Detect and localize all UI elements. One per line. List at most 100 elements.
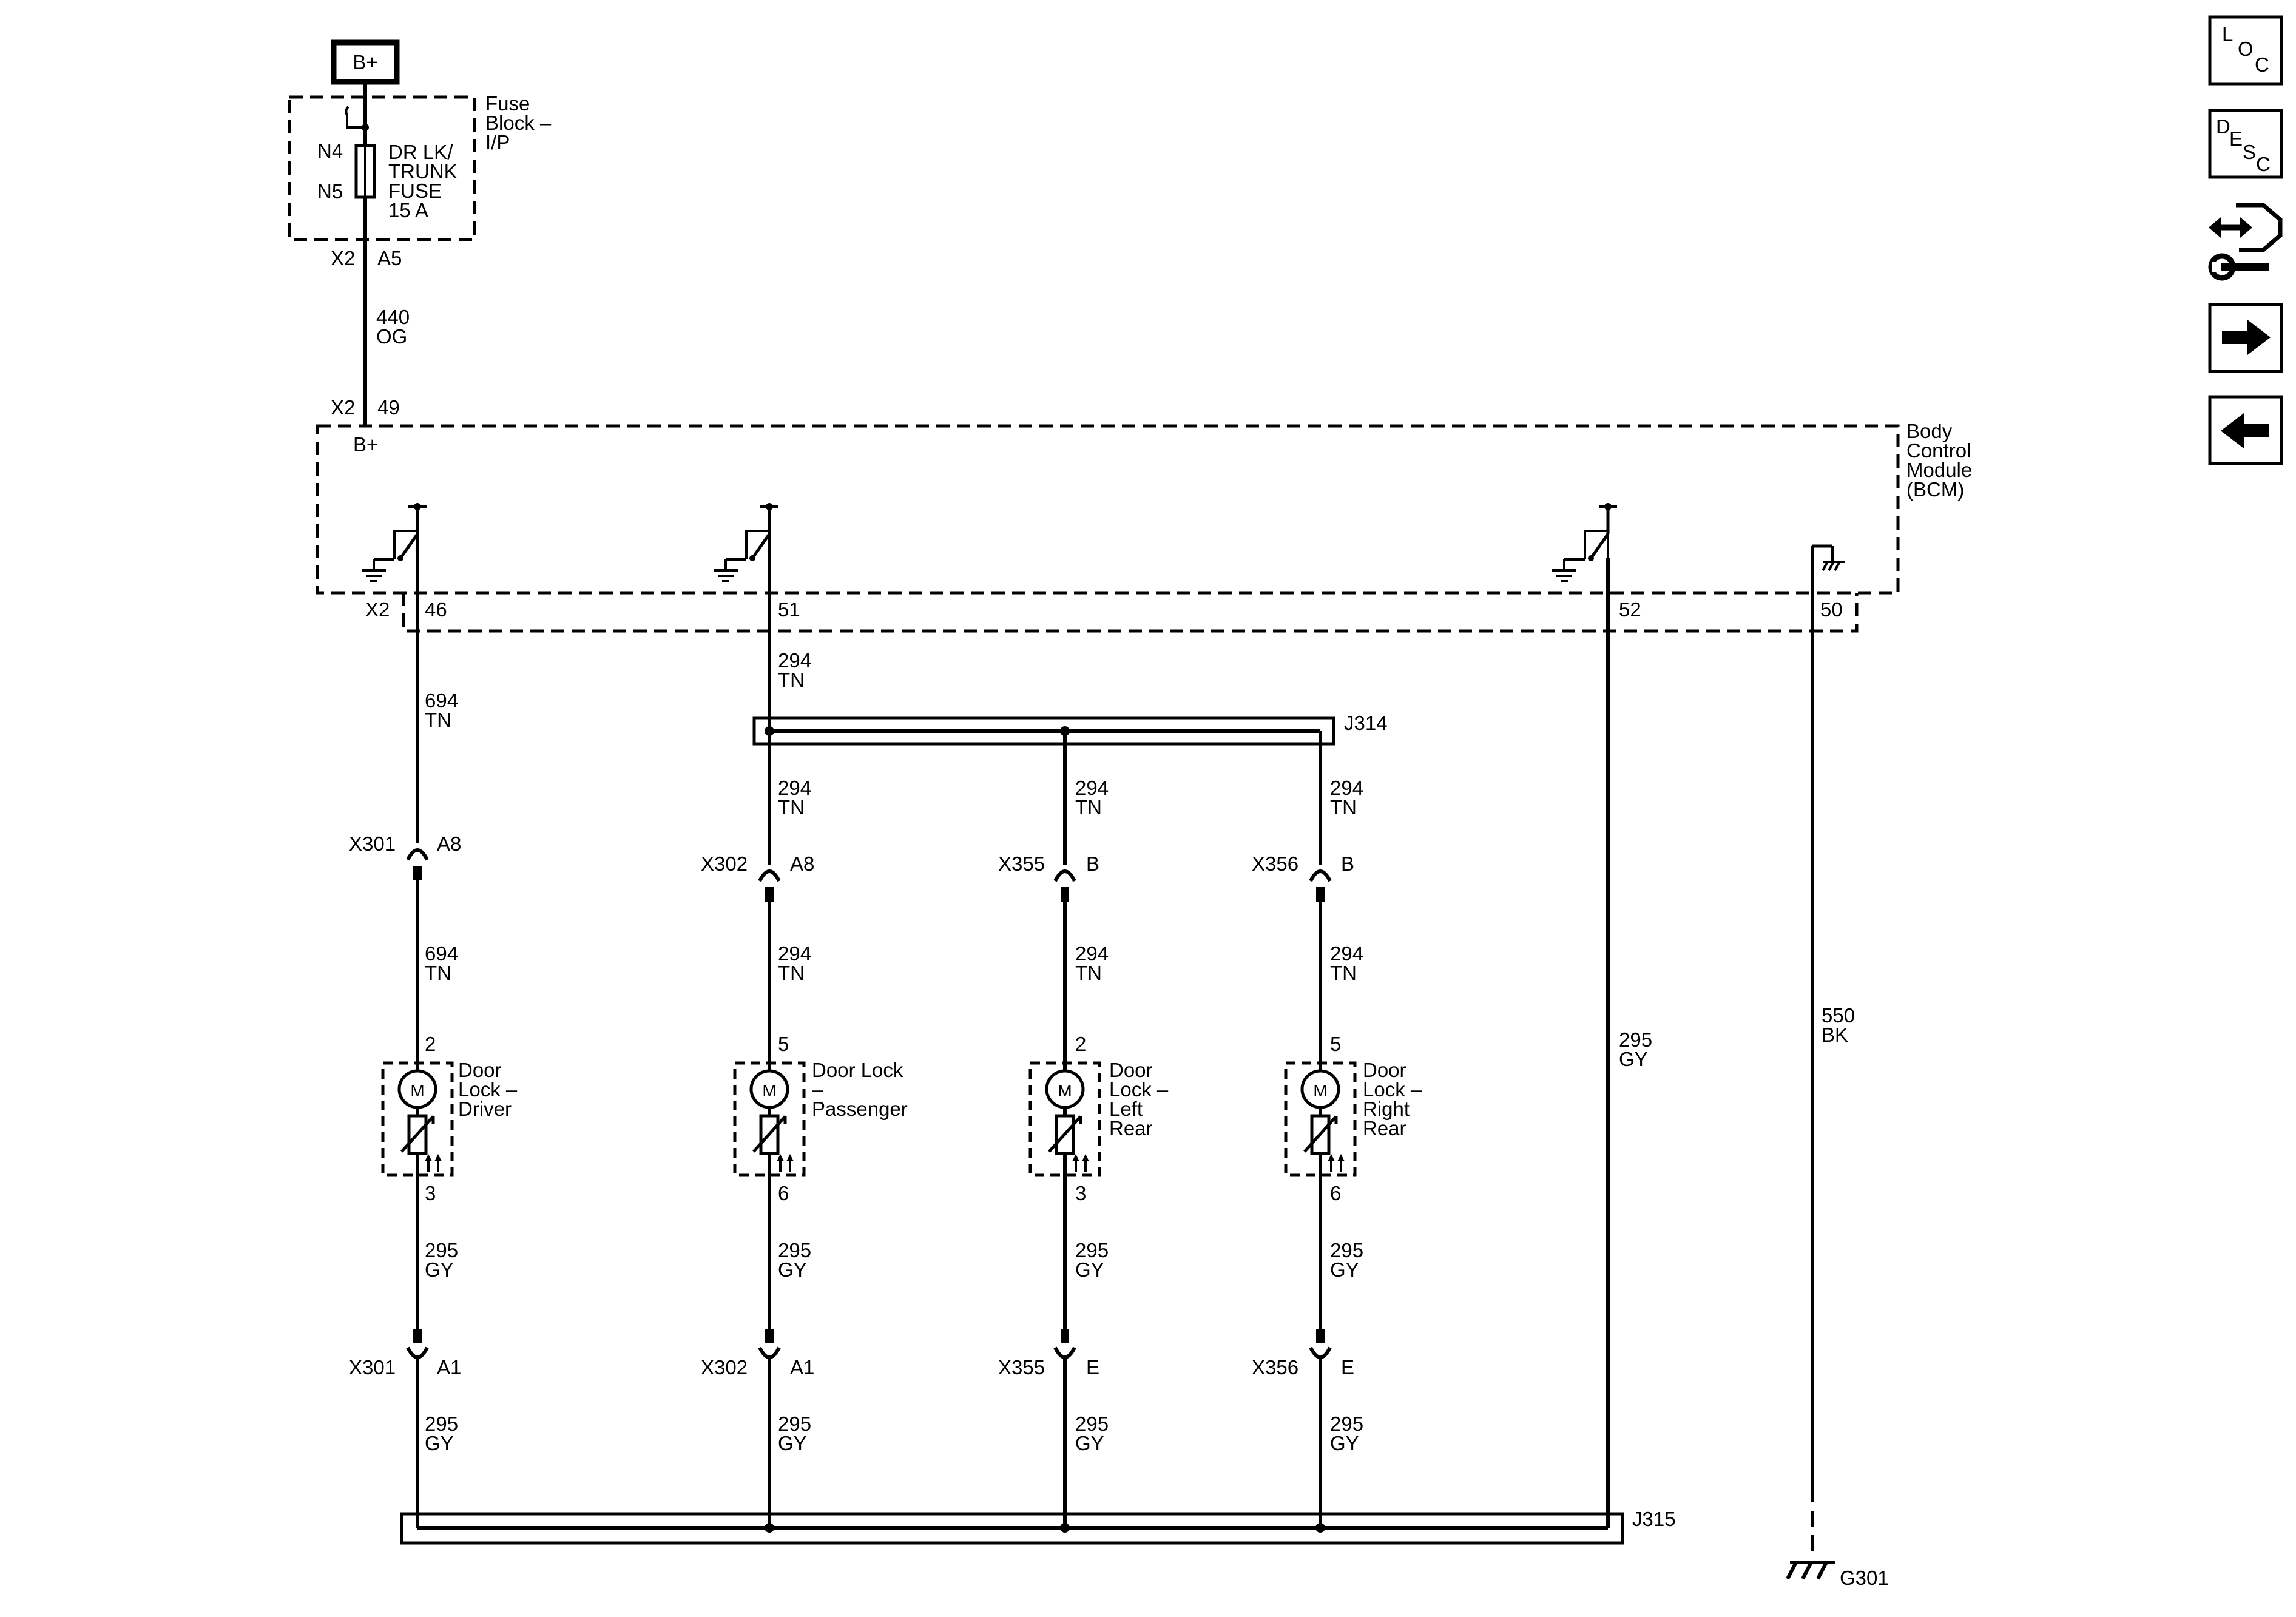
svg-text:5: 5 — [1330, 1033, 1341, 1055]
right-rear-connector-top — [1311, 871, 1330, 902]
bcm-relay-lock — [1551, 503, 1617, 593]
svg-text:E: E — [1086, 1356, 1099, 1379]
svg-text:Lock –: Lock – — [458, 1078, 518, 1101]
passenger-door-lock-motor: M — [735, 1045, 804, 1193]
loc-letter-l: L — [2222, 23, 2233, 46]
wire-440-color: OG — [376, 325, 407, 348]
bcm-pin-46: 46 — [425, 598, 447, 621]
svg-text:295: 295 — [1075, 1413, 1109, 1435]
svg-text:TN: TN — [778, 796, 805, 819]
ground-g301-label: G301 — [1840, 1567, 1889, 1589]
svg-text:X301: X301 — [349, 832, 396, 855]
svg-text:295: 295 — [1330, 1239, 1363, 1261]
ground-g301-icon — [1786, 1561, 1835, 1580]
svg-text:B: B — [1086, 852, 1099, 875]
svg-text:Control: Control — [1906, 439, 1971, 462]
passenger-connector-bottom — [760, 1329, 779, 1357]
svg-text:294: 294 — [778, 942, 811, 965]
bcm-output-connector: X2 — [365, 598, 390, 621]
svg-text:TN: TN — [1330, 796, 1357, 819]
body-control-module: Body Control Module (BCM) — [316, 420, 1972, 633]
svg-text:X301: X301 — [349, 1356, 396, 1379]
svg-text:5: 5 — [778, 1033, 789, 1055]
right-rear-door-lock-label: Door — [1363, 1059, 1406, 1081]
fuse-block: Fuse Block – I/P N4 N5 DR LK/ TRUNK FUSE… — [288, 92, 552, 241]
svg-text:294: 294 — [1075, 942, 1109, 965]
svg-text:Module: Module — [1906, 459, 1972, 481]
pin-n4: N4 — [317, 140, 343, 162]
loc-button[interactable]: L O C — [2208, 15, 2283, 86]
loc-letter-o: O — [2238, 38, 2254, 60]
fuse-block-connector: X2 — [331, 247, 355, 269]
svg-text:295: 295 — [425, 1239, 458, 1261]
fuse-block-label: Fuse — [485, 92, 530, 115]
arrow-left-icon — [2221, 413, 2269, 448]
branch-right-rear: 294 TN X356 B 294 TN 5 M Door Lock – Rig… — [1252, 744, 1422, 1528]
desc-letter-e: E — [2229, 127, 2243, 150]
desc-letter-c: C — [2256, 153, 2271, 175]
svg-text:Left: Left — [1109, 1098, 1143, 1120]
desc-button[interactable]: D E S C — [2208, 109, 2283, 179]
svg-text:X356: X356 — [1252, 1356, 1298, 1379]
svg-text:X355: X355 — [998, 1356, 1045, 1379]
svg-text:B: B — [1341, 852, 1354, 875]
unlock-wire-color: TN — [778, 669, 805, 691]
svg-text:Rear: Rear — [1363, 1117, 1406, 1139]
svg-text:GY: GY — [425, 1258, 454, 1281]
svg-text:X302: X302 — [701, 1356, 748, 1379]
svg-text:I/P: I/P — [485, 131, 510, 154]
svg-text:294: 294 — [1330, 942, 1363, 965]
arrow-right-icon — [2222, 320, 2271, 355]
bcm-internal-ground — [1811, 544, 1845, 593]
bcm-label: Body — [1906, 420, 1953, 442]
splice-j315-label: J315 — [1632, 1508, 1676, 1530]
svg-text:A8: A8 — [437, 832, 461, 855]
driver-door-lock-label: Door — [458, 1059, 502, 1081]
splice-j315: J315 — [400, 1508, 1676, 1545]
left-rear-connector-bottom — [1055, 1329, 1075, 1357]
left-rear-motor-icon: M — [1058, 1081, 1072, 1100]
bcm-pin-50: 50 — [1820, 598, 1843, 621]
svg-text:6: 6 — [1330, 1182, 1341, 1204]
branch-driver: 694 TN X301 A8 694 TN 2 M Door Lock – Dr… — [349, 593, 518, 1528]
svg-text:GY: GY — [1330, 1258, 1359, 1281]
component-connector-icon[interactable] — [2208, 203, 2283, 281]
svg-text:X355: X355 — [998, 852, 1045, 875]
splice-j314-label: J314 — [1344, 712, 1388, 734]
left-rear-door-lock-motor: M — [1030, 1045, 1099, 1193]
svg-text:GY: GY — [778, 1432, 807, 1454]
bcm-b-plus-input: B+ — [353, 433, 378, 456]
b-plus-source: B+ — [331, 39, 400, 85]
driver-wire-a-color: TN — [425, 709, 451, 731]
branch-left-rear: 294 TN X355 B 294 TN 2 M Door Lock – Lef… — [998, 731, 1169, 1528]
left-rear-door-lock-label: Door — [1109, 1059, 1153, 1081]
svg-text:GY: GY — [778, 1258, 807, 1281]
svg-text:TN: TN — [1075, 796, 1102, 819]
previous-page-button[interactable] — [2208, 395, 2283, 465]
lock-return-color: GY — [1619, 1048, 1648, 1070]
svg-text:294: 294 — [778, 777, 811, 799]
svg-text:Right: Right — [1363, 1098, 1410, 1120]
loc-letter-c: C — [2255, 53, 2269, 76]
ground-wire-color: BK — [1822, 1024, 1848, 1046]
desc-letter-s: S — [2243, 141, 2256, 163]
svg-text:Driver: Driver — [458, 1098, 512, 1120]
next-page-button[interactable] — [2208, 303, 2283, 373]
svg-text:6: 6 — [778, 1182, 789, 1204]
right-rear-motor-icon: M — [1313, 1081, 1327, 1100]
svg-text:A1: A1 — [790, 1356, 814, 1379]
lock-return-circuit: 295 — [1619, 1028, 1652, 1051]
bcm-feed-pin: 49 — [377, 396, 400, 419]
svg-text:TN: TN — [425, 962, 451, 984]
driver-wire-a-circuit: 694 — [425, 689, 458, 712]
splice-j314: J314 — [752, 712, 1388, 746]
svg-text:3: 3 — [425, 1182, 436, 1204]
svg-text:TRUNK: TRUNK — [388, 160, 458, 183]
svg-text:A8: A8 — [790, 852, 814, 875]
svg-text:295: 295 — [1330, 1413, 1363, 1435]
svg-text:Block –: Block – — [485, 112, 552, 134]
ground-wire-circuit: 550 — [1822, 1004, 1855, 1027]
svg-text:Lock –: Lock – — [1363, 1078, 1422, 1101]
svg-text:Lock –: Lock – — [1109, 1078, 1169, 1101]
svg-text:295: 295 — [1075, 1239, 1109, 1261]
